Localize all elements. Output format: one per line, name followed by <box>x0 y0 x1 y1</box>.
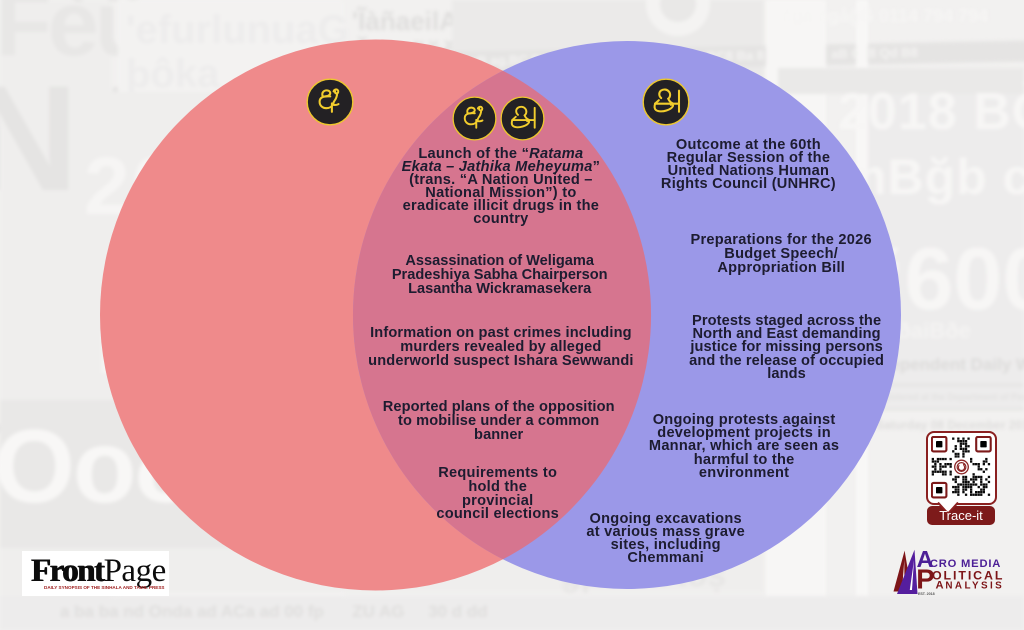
svg-text:OLITICAL: OLITICAL <box>932 569 1004 583</box>
svg-text:P: P <box>916 564 934 595</box>
svg-text:EST. 2018: EST. 2018 <box>918 592 935 596</box>
svg-text:CRO MEDIA: CRO MEDIA <box>930 558 1001 570</box>
svg-text:A: A <box>917 546 934 572</box>
svg-text:A: A <box>936 580 944 592</box>
svg-text:NALYSIS: NALYSIS <box>945 581 1004 592</box>
